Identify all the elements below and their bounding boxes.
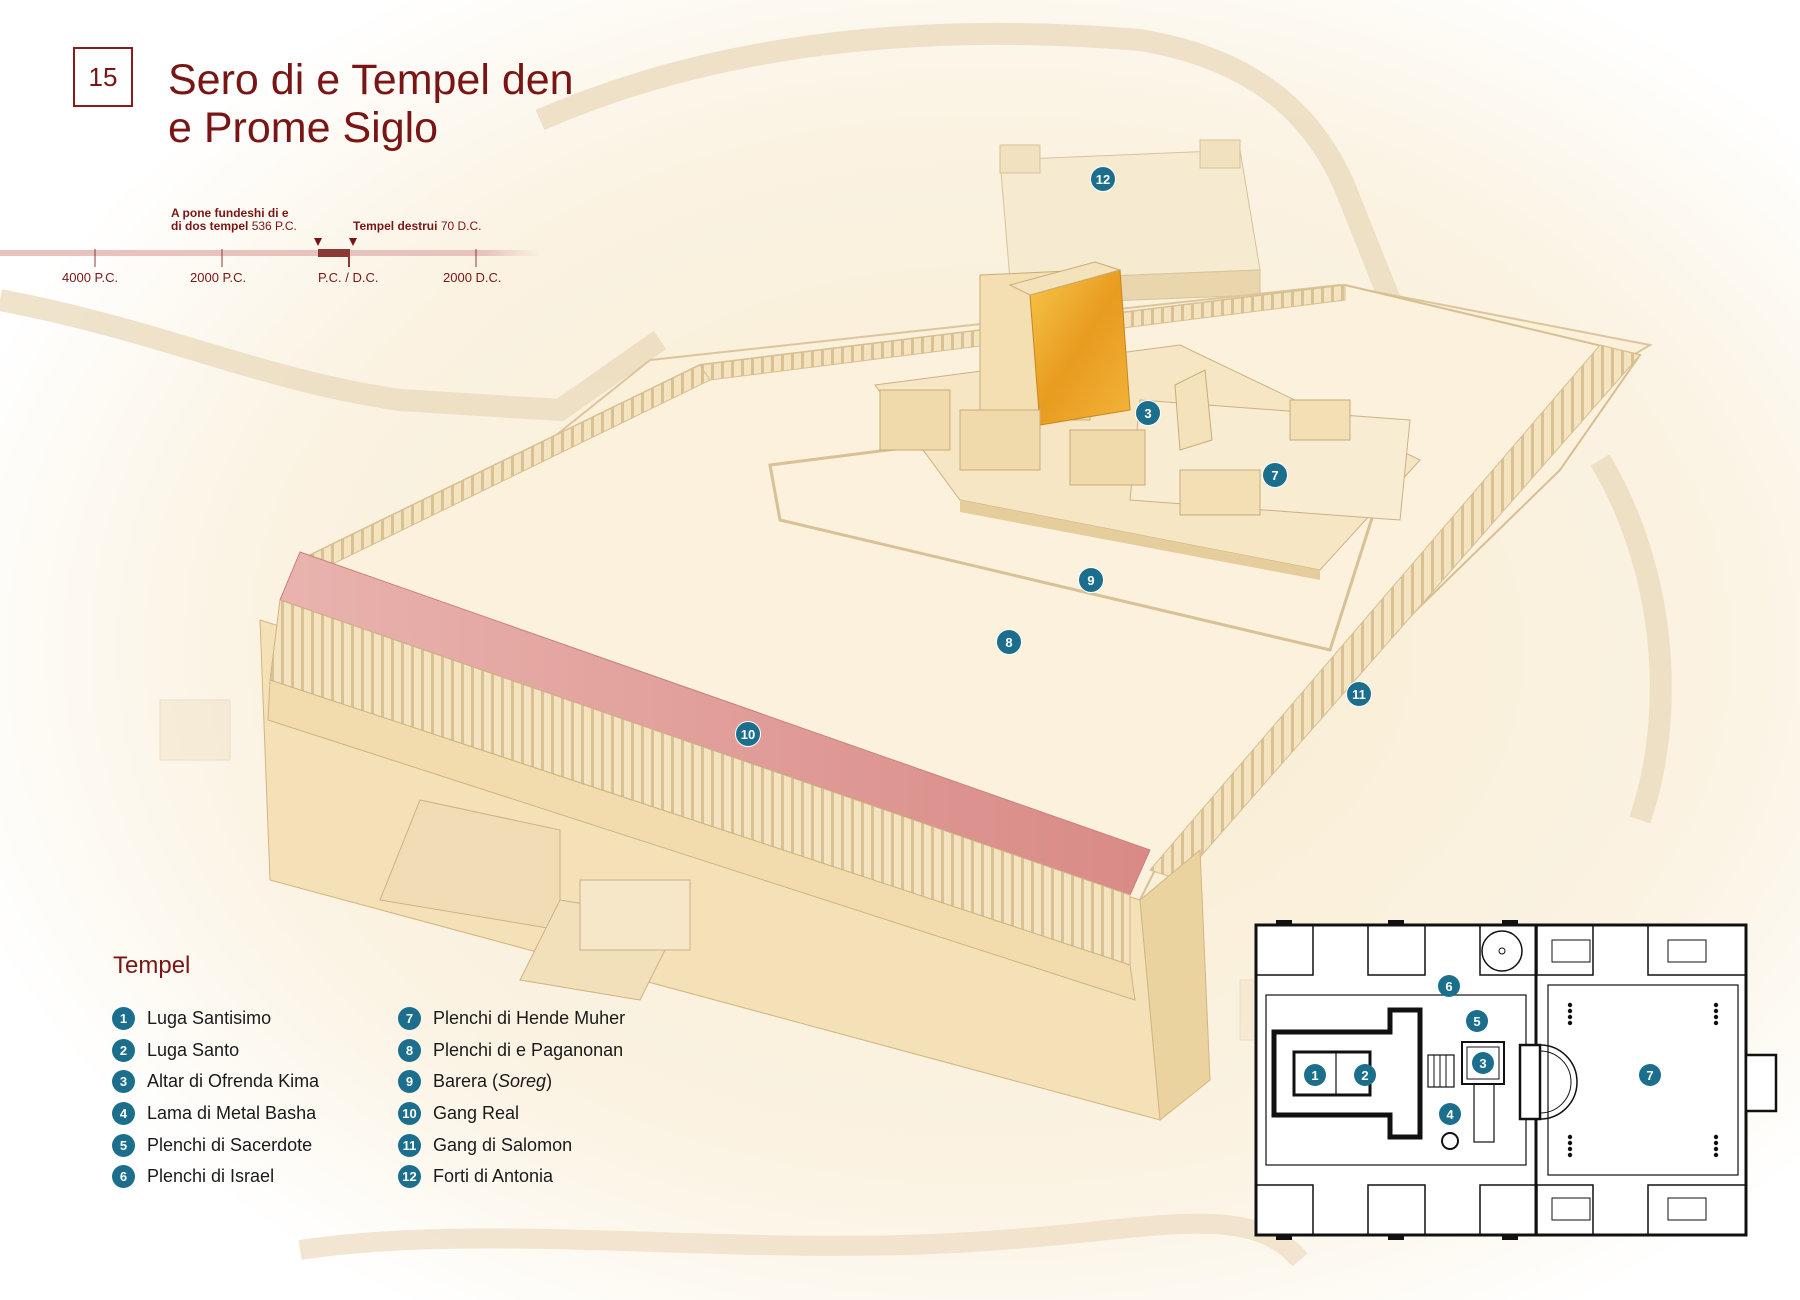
legend-badge: 6 — [112, 1165, 135, 1189]
timeline-second-temple-range — [318, 249, 350, 257]
page-title-line2: e Prome Siglo — [168, 104, 439, 152]
temple-floor-plan: 1 2 3 4 5 6 7 — [1250, 915, 1785, 1241]
legend-badge: 8 — [398, 1038, 421, 1062]
legend-badge: 11 — [398, 1133, 421, 1157]
laver-icon — [1441, 1132, 1459, 1150]
legend-badge: 10 — [398, 1102, 421, 1126]
map-marker-9: 9 — [1078, 567, 1104, 593]
legend-badge: 3 — [112, 1070, 135, 1094]
legend-title: Tempel — [113, 952, 191, 979]
map-marker-3: 3 — [1135, 400, 1161, 426]
map-marker-11: 11 — [1346, 681, 1372, 707]
plan-marker-5: 5 — [1466, 1010, 1488, 1032]
city-wall — [0, 22, 1672, 824]
legend-badge: 9 — [398, 1070, 421, 1094]
timeline-marker-70 — [349, 238, 357, 246]
royal-stoa — [267, 551, 1151, 1001]
legend-badge: 2 — [112, 1038, 135, 1062]
legend-badge: 7 — [398, 1007, 421, 1031]
lower-wall — [298, 1213, 1308, 1267]
plan-marker-4: 4 — [1439, 1103, 1461, 1125]
timeline-tick-2000bc: 2000 P.C. — [190, 270, 247, 285]
south-stairs — [379, 799, 691, 1001]
temple-building — [874, 261, 1421, 580]
plan-marker-1: 1 — [1304, 1064, 1326, 1086]
map-marker-8: 8 — [996, 629, 1022, 655]
floor-plan-drawing — [1254, 920, 1778, 1240]
timeline-tick-era: P.C. / D.C. — [318, 270, 379, 285]
page-title: Sero di e Tempel den e Prome Siglo — [168, 56, 574, 152]
map-marker-7: 7 — [1262, 462, 1288, 488]
timeline-marker-536 — [314, 238, 322, 246]
timeline-tick-4000bc: 4000 P.C. — [62, 270, 119, 285]
legend-badge: 12 — [398, 1165, 421, 1189]
timeline-tick-2000ad: 2000 D.C. — [443, 270, 502, 285]
plan-marker-6: 6 — [1438, 975, 1460, 997]
plan-marker-2: 2 — [1354, 1064, 1376, 1086]
plan-marker-7: 7 — [1639, 1064, 1661, 1086]
timeline-bar — [0, 238, 540, 267]
page-title-line1: Sero di e Tempel den — [168, 56, 574, 104]
timeline-event-2: Tempel destrui 70 D.C. — [353, 219, 482, 233]
legend-badge: 4 — [112, 1102, 135, 1126]
timeline-event-1: A pone fundeshi di e di dos tempel 536 P… — [171, 206, 297, 233]
plan-marker-3: 3 — [1472, 1052, 1494, 1074]
well-icon — [1481, 930, 1523, 972]
legend-badge: 1 — [112, 1007, 135, 1031]
map-marker-12: 12 — [1090, 166, 1116, 192]
page-number: 15 — [73, 47, 133, 107]
legend-badge: 5 — [112, 1133, 135, 1157]
map-marker-10: 10 — [735, 721, 761, 747]
